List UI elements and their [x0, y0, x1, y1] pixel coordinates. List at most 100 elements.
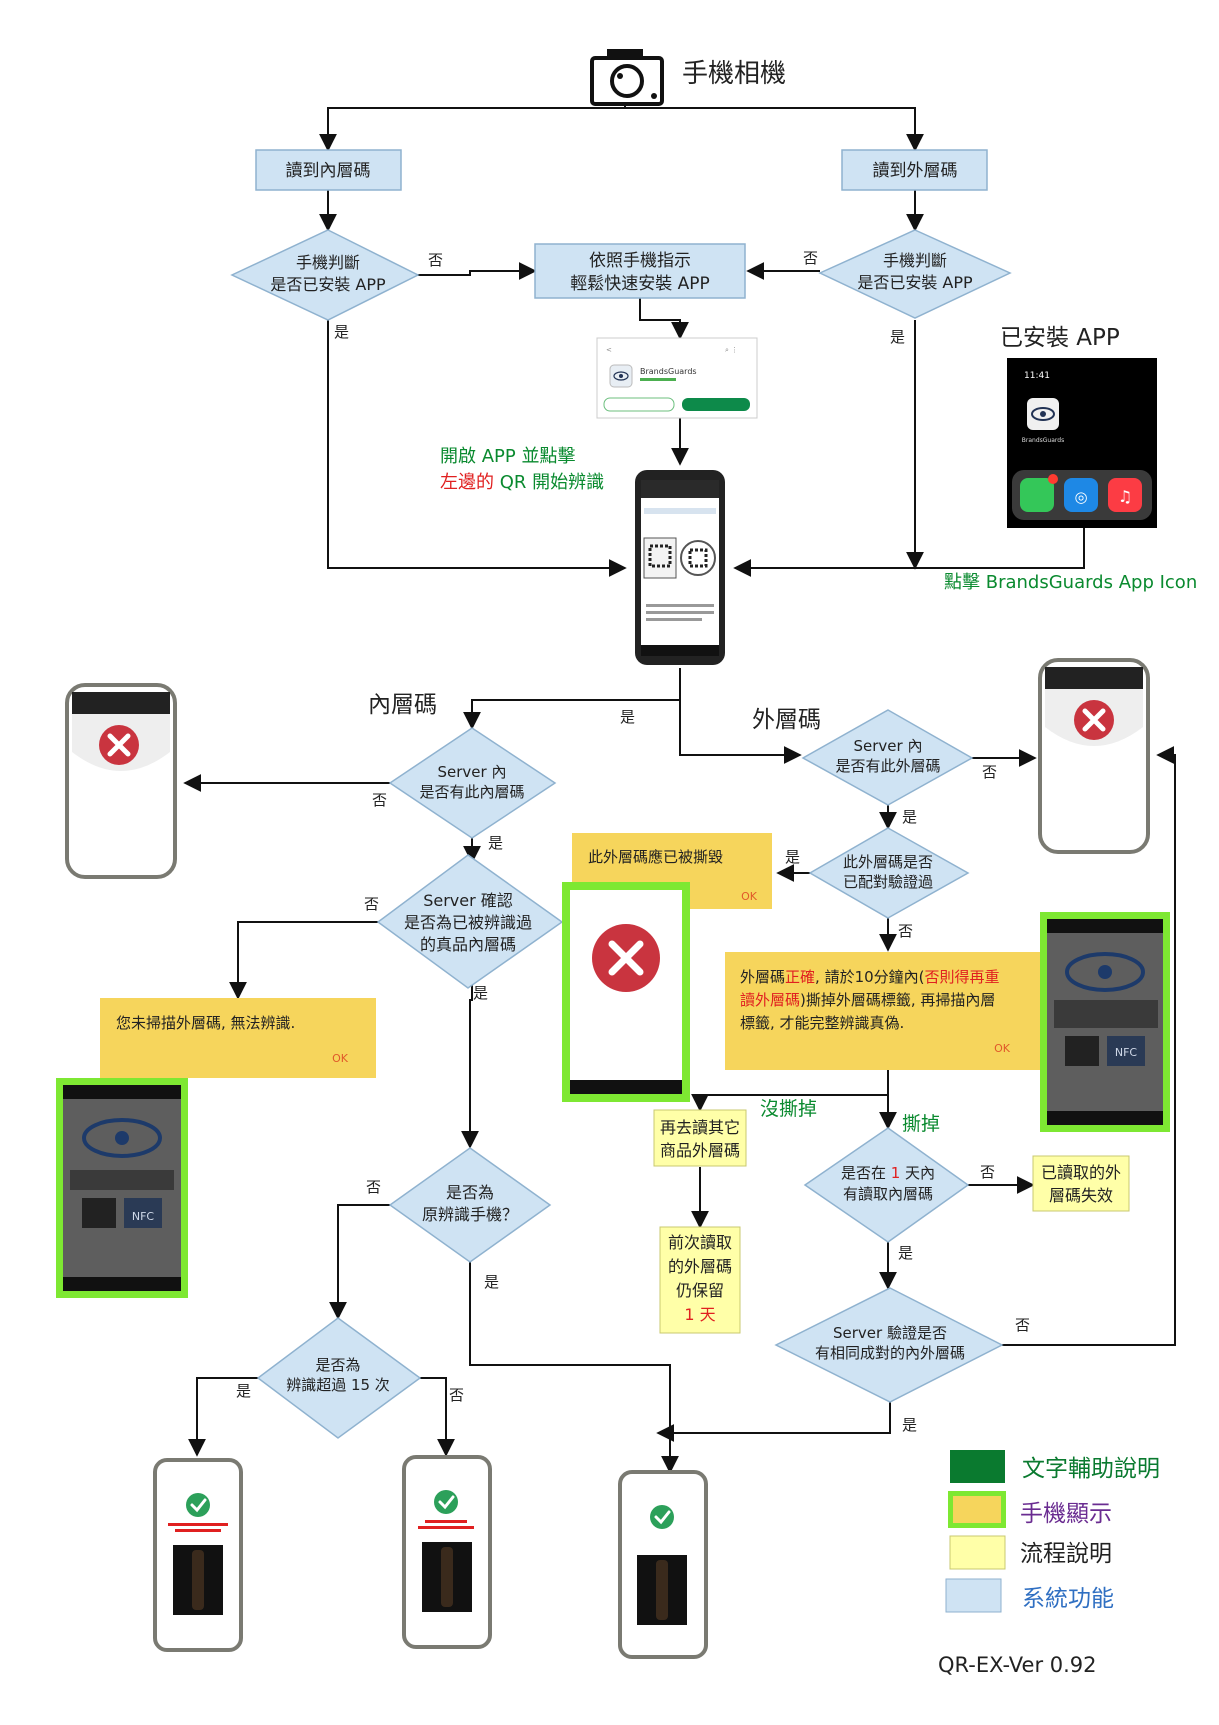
svg-text:手機顯示: 手機顯示 [1020, 1501, 1112, 1527]
svg-text:是: 是 [473, 984, 488, 1002]
error-phone-right [1038, 658, 1150, 854]
svg-text:BrandsGuards: BrandsGuards [1022, 437, 1064, 444]
server-inner-diamond: Server 內 是否有此內層碼 [388, 727, 557, 839]
svg-text:否: 否 [366, 1178, 381, 1196]
svg-text:否: 否 [372, 791, 387, 809]
svg-text:讀到外層碼: 讀到外層碼 [873, 161, 958, 181]
svg-text:的外層碼: 的外層碼 [668, 1257, 732, 1276]
legend: 文字輔助說明 手機顯示 流程說明 系統功能 [945, 1450, 1160, 1613]
installed-app-label: 已安裝 APP [1000, 325, 1120, 351]
popup-not-scanned: 您未掃描外層碼, 無法辨識. OK [100, 998, 376, 1078]
success-phone-1 [153, 1458, 243, 1652]
not-torn-label: 沒撕掉 [760, 1098, 817, 1120]
svg-text:的真品內層碼: 的真品內層碼 [420, 935, 516, 954]
edge-camera-outer [625, 107, 924, 152]
server-confirm-diamond: Server 確認 是否為已被辨識過 的真品內層碼 [376, 854, 564, 989]
within-1day-diamond: 是否在 1 天內 有讀取內層碼 [803, 1127, 970, 1243]
svg-text:標籤, 才能完整辨識真偽.: 標籤, 才能完整辨識真偽. [740, 1014, 904, 1032]
edge-over15-yes [188, 1377, 262, 1457]
version-label: QR-EX-Ver 0.92 [938, 1653, 1097, 1677]
svg-text:OK: OK [332, 1052, 349, 1065]
edge-original-yes [469, 1262, 679, 1474]
svg-text:前次讀取: 前次讀取 [668, 1233, 732, 1252]
app-screen-right: NFC [1040, 912, 1170, 1132]
popup-outer-line2: 讀外層碼)撕掉外層碼標籤, 再掃描內層 [740, 991, 995, 1009]
judge-right-diamond: 手機判斷 是否已安裝 APP [818, 229, 1012, 319]
svg-text:是: 是 [484, 1273, 499, 1291]
edge-over15-no [418, 1377, 455, 1457]
svg-text:此外層碼是否: 此外層碼是否 [843, 853, 933, 871]
svg-text:是: 是 [898, 1244, 913, 1262]
svg-text:您未掃描外層碼, 無法辨識.: 您未掃描外層碼, 無法辨識. [116, 1014, 295, 1032]
svg-text:有相同成對的內外層碼: 有相同成對的內外層碼 [815, 1344, 965, 1362]
legend-item-3: 系統功能 [945, 1578, 1114, 1613]
svg-text:系統功能: 系統功能 [1022, 1586, 1114, 1612]
check-icon [186, 1493, 210, 1517]
qr-right [680, 540, 716, 576]
read-fail-box: 已讀取的外 層碼失效 [1032, 1155, 1130, 1212]
svg-text:商品外層碼: 商品外層碼 [660, 1141, 740, 1160]
edge-install-store [639, 298, 689, 340]
svg-text:NFC: NFC [132, 1210, 155, 1223]
svg-text:手機判斷: 手機判斷 [883, 251, 947, 270]
camera-title: 手機相機 [682, 59, 786, 89]
server-pair-diamond: Server 驗證是否 有相同成對的內外層碼 [774, 1287, 1004, 1403]
music-icon [1108, 478, 1142, 512]
svg-text:Server 內: Server 內 [438, 763, 507, 781]
home-screen: 11:41 BrandsGuards ♫ ◎ [1007, 358, 1157, 528]
tap-icon-label: 點擊 BrandsGuards App Icon [944, 572, 1197, 593]
within-1day-line1: 是否在 1 天內 [841, 1164, 935, 1182]
edge-pair-no [1002, 746, 1176, 1346]
svg-text:是否有此外層碼: 是否有此外層碼 [835, 757, 940, 775]
open-app-line2: 左邊的 QR 開始辨識 [440, 472, 604, 493]
svg-text:⌕ ⋮: ⌕ ⋮ [725, 346, 738, 354]
svg-text:是否為: 是否為 [446, 1183, 494, 1202]
inner-code-label: 內層碼 [368, 692, 437, 718]
yes-no-labels: 否 否 是 是 是 否 是 否 是 是 否 否 是 否 是 是 否 否 是 否 … [236, 249, 1030, 1434]
svg-text:是: 是 [334, 323, 349, 341]
svg-text:否: 否 [1015, 1316, 1030, 1334]
svg-text:是否已安裝 APP: 是否已安裝 APP [270, 275, 386, 294]
svg-text:已讀取的外: 已讀取的外 [1041, 1163, 1121, 1182]
read-inner-box: 讀到內層碼 [255, 149, 402, 191]
svg-text:11:41: 11:41 [1024, 371, 1050, 381]
svg-text:是: 是 [620, 708, 635, 726]
svg-text:層碼失效: 層碼失效 [1049, 1186, 1113, 1205]
svg-text:再去讀其它: 再去讀其它 [660, 1118, 740, 1137]
check-icon [434, 1490, 458, 1514]
svg-text:是否有此內層碼: 是否有此內層碼 [419, 783, 524, 801]
svg-text:原辨識手機？: 原辨識手機？ [422, 1205, 518, 1224]
svg-text:依照手機指示: 依照手機指示 [589, 251, 691, 271]
svg-text:是: 是 [785, 848, 800, 866]
legend-item-0: 文字輔助說明 [950, 1450, 1160, 1483]
outer-code-label: 外層碼 [752, 707, 821, 733]
success-phone-2 [402, 1455, 492, 1649]
svg-text:是: 是 [488, 834, 503, 852]
svg-text:BrandsGuards: BrandsGuards [640, 367, 697, 376]
edge-confirm-yes [461, 985, 479, 1149]
error-phone-mid [562, 882, 690, 1102]
edge-confirm-no [229, 921, 378, 1000]
over-15-diamond: 是否為 辨識超過 15 次 [256, 1317, 422, 1439]
svg-text:NFC: NFC [1115, 1046, 1138, 1059]
svg-text:流程說明: 流程說明 [1020, 1541, 1112, 1567]
open-app-line1: 開啟 APP 並點擊 [440, 446, 575, 467]
edge-popup-split [691, 1070, 889, 1112]
svg-text:此外層碼應已被撕毀: 此外層碼應已被撕毀 [588, 848, 723, 866]
edge-app-split [463, 668, 681, 730]
eye-logo-icon [82, 1118, 162, 1158]
svg-text:OK: OK [741, 890, 758, 903]
svg-text:◎: ◎ [1074, 488, 1087, 506]
svg-text:否: 否 [803, 249, 818, 267]
svg-text:讀到內層碼: 讀到內層碼 [286, 161, 371, 181]
edge-judgeL-install [395, 262, 537, 280]
app-store-screen: < ⌕ ⋮ BrandsGuards [596, 337, 758, 419]
svg-text:仍保留: 仍保留 [676, 1281, 724, 1300]
prev-keep-box: 前次讀取 的外層碼 仍保留 1 天 [659, 1226, 741, 1334]
svg-text:是: 是 [890, 328, 905, 346]
prev-keep-days: 1 天 [684, 1305, 715, 1324]
judge-left-diamond: 手機判斷 是否已安裝 APP [230, 229, 420, 321]
success-phone-3 [618, 1470, 708, 1659]
app-screen-left: NFC [56, 1078, 188, 1298]
